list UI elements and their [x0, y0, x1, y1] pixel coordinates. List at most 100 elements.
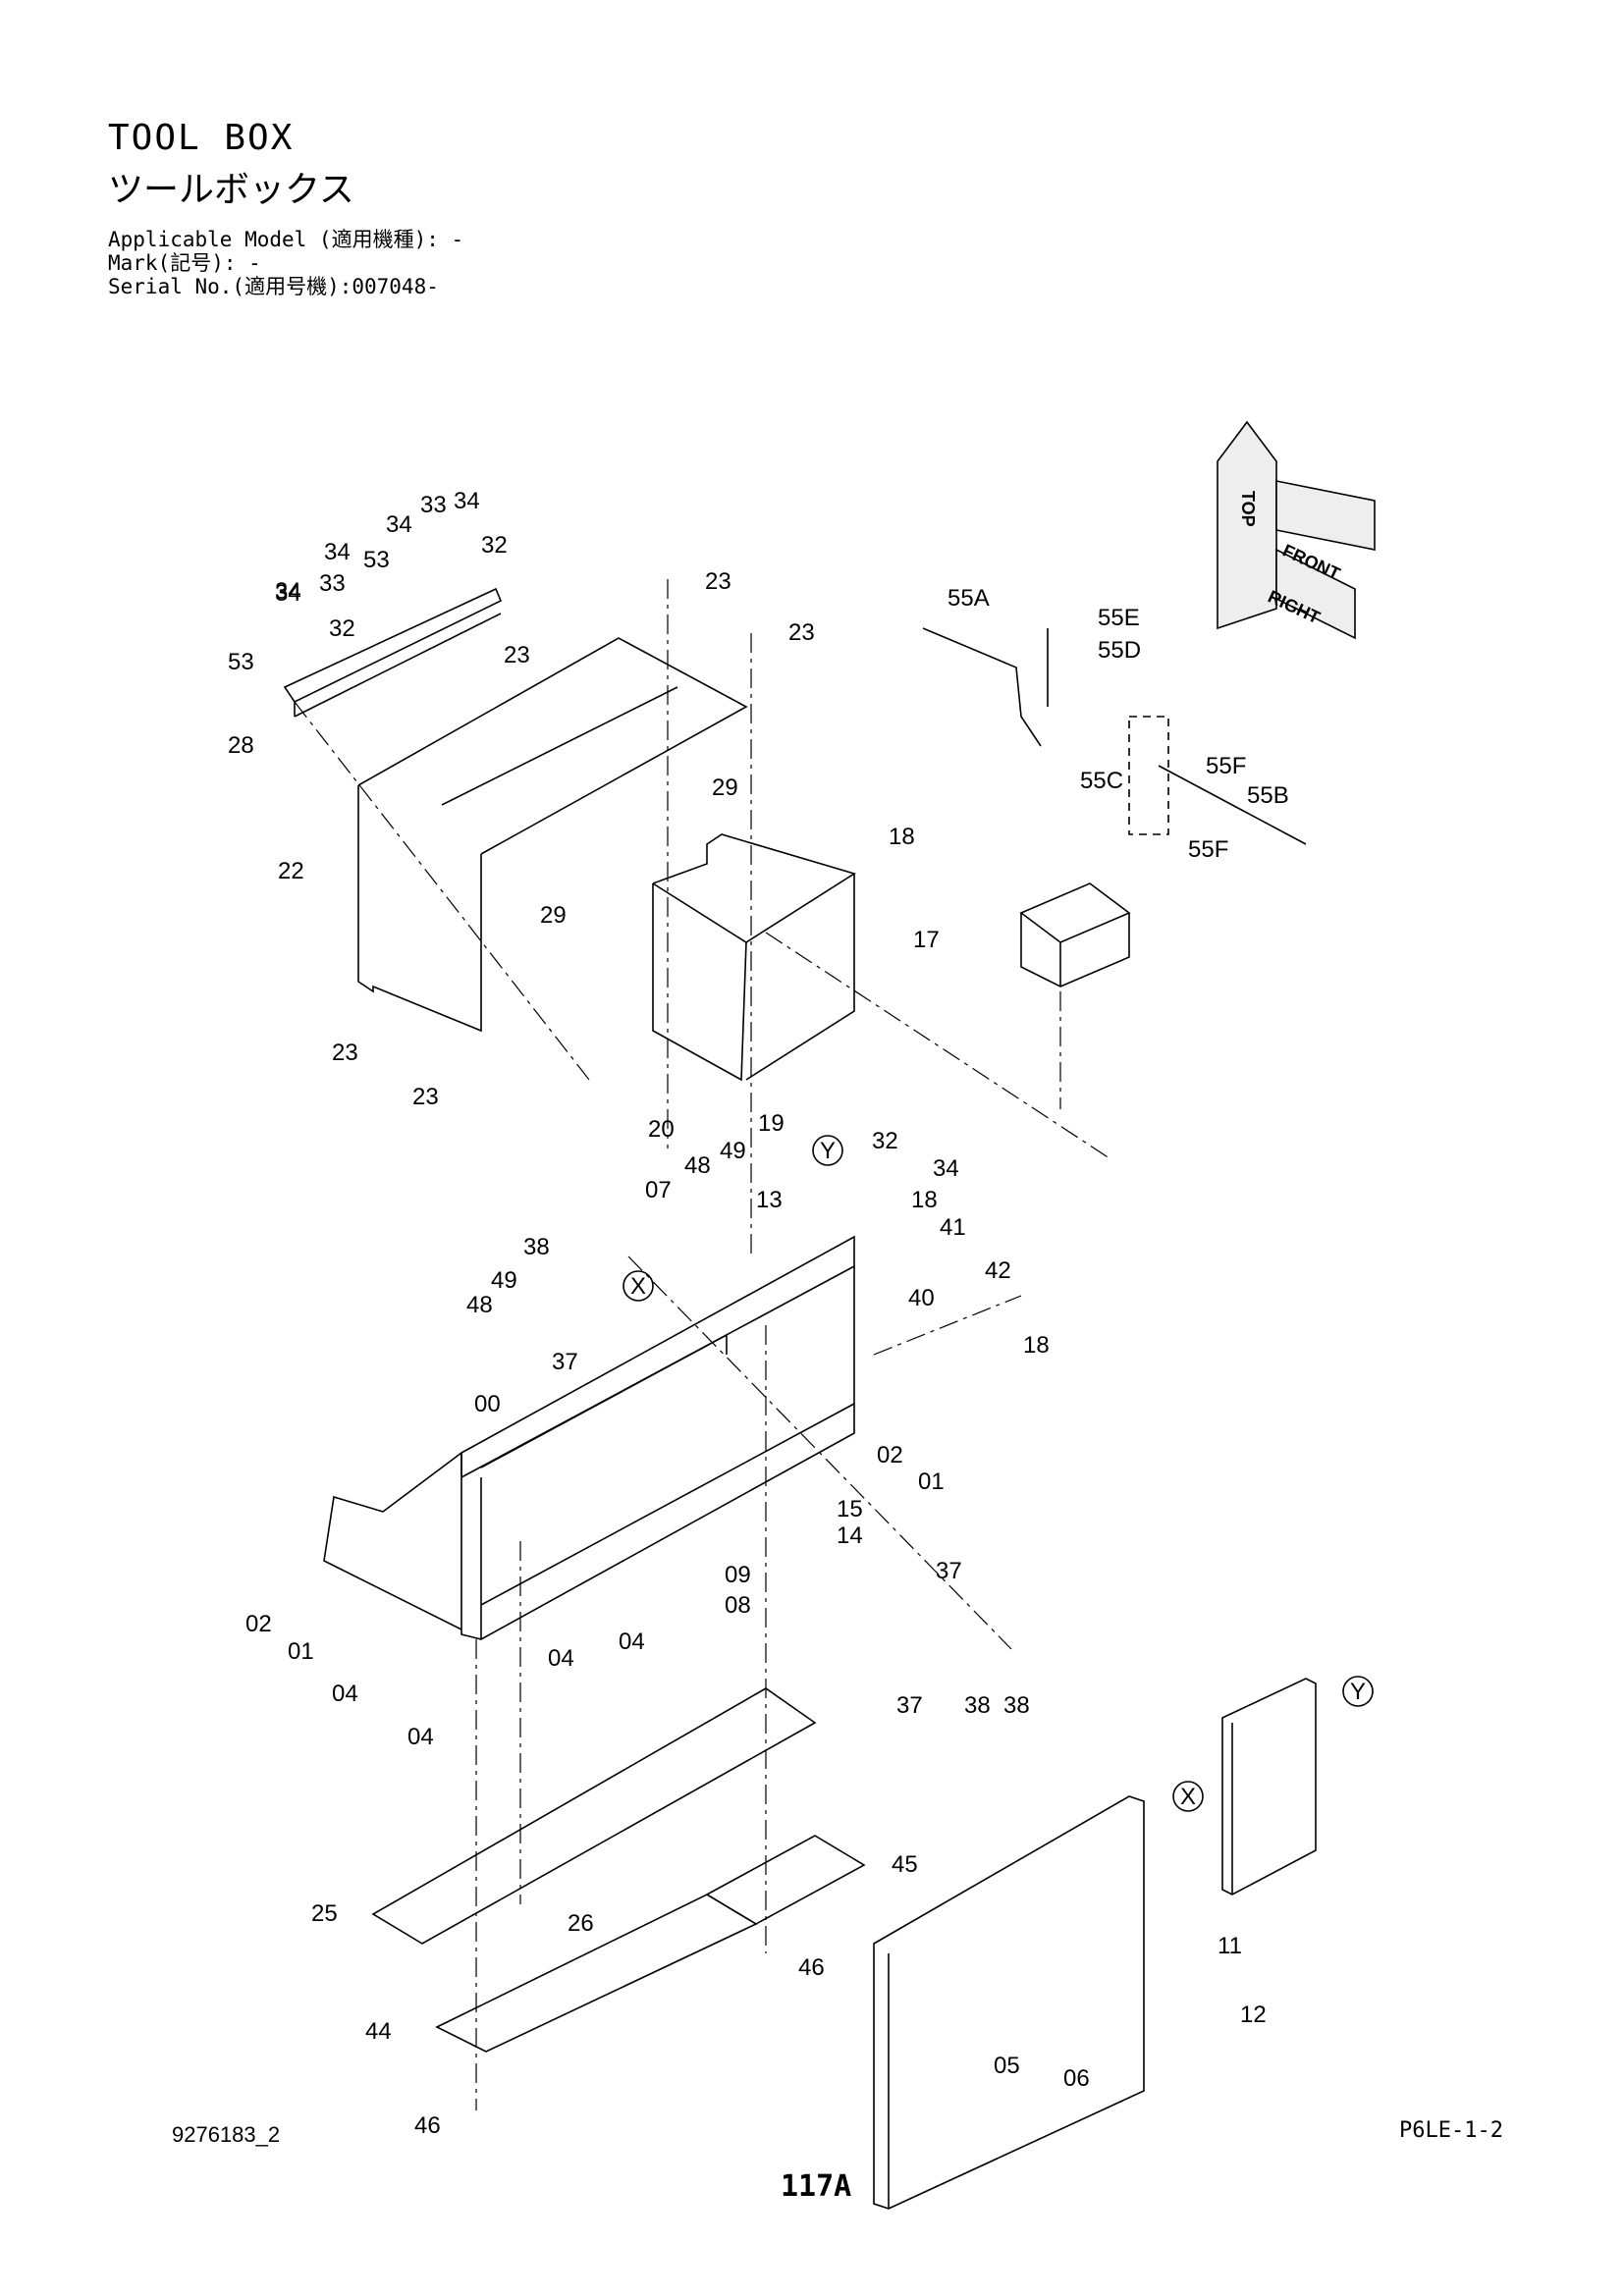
callout: 08 — [725, 1592, 751, 1619]
callout: 12 — [1240, 2002, 1267, 2028]
callout: 53 — [228, 649, 254, 675]
callout: 32 — [329, 615, 355, 642]
callout: 01 — [288, 1638, 314, 1665]
callout: 11 — [1218, 1933, 1242, 1959]
callout: 53 — [363, 547, 390, 573]
rail-28 — [283, 587, 503, 718]
callout: 48 — [684, 1152, 711, 1179]
callout: 32 — [872, 1128, 898, 1154]
callout: 04 — [548, 1645, 574, 1672]
callout: 25 — [311, 1900, 338, 1927]
marker-y: Y — [820, 1138, 836, 1164]
callout: 38 — [523, 1234, 550, 1260]
door-05 — [873, 1795, 1145, 2210]
marker-y: Y — [1350, 1679, 1366, 1705]
callout: 04 — [407, 1724, 434, 1750]
callout: 55C — [1080, 768, 1123, 794]
orientation-indicator: TOP FRONT RIGHT — [1217, 420, 1376, 640]
bracket-55 — [922, 627, 1307, 845]
callout: 29 — [540, 902, 567, 929]
callout: 18 — [1023, 1332, 1050, 1359]
callout: 55F — [1206, 753, 1246, 779]
callout: 38 — [1003, 1692, 1030, 1719]
callout: 34 — [386, 511, 412, 538]
callout: 14 — [837, 1522, 863, 1549]
callout: 33 — [319, 570, 346, 597]
marker-x: X — [1180, 1784, 1196, 1810]
callout: 04 — [619, 1629, 645, 1655]
callout: 49 — [720, 1138, 746, 1164]
drawing-number: 9276183_2 — [172, 2122, 281, 2147]
title-english: TOOL BOX — [108, 118, 295, 158]
callout-labels: 34 33 34 34 53 32 34 33 32 34 53 28 23 2… — [228, 488, 1289, 2139]
callout: 32 — [481, 532, 508, 559]
callout: 38 — [964, 1692, 991, 1719]
callout: 37 — [936, 1558, 962, 1584]
title-japanese: ツールボックス — [108, 170, 354, 210]
callout: 19 — [758, 1110, 785, 1137]
assembly-lines — [294, 579, 1110, 2110]
callout: 28 — [228, 732, 254, 759]
side-panel-22 — [357, 637, 748, 1033]
callout: 09 — [725, 1562, 751, 1588]
callout: 05 — [994, 2053, 1020, 2079]
callout: 33 — [420, 492, 447, 518]
callout: 49 — [491, 1267, 517, 1294]
bottom-plates — [371, 1687, 866, 2053]
cover-17 — [652, 833, 856, 1082]
callout: 23 — [504, 642, 530, 668]
mark: Mark(記号): - — [108, 251, 261, 275]
callout: 55D — [1098, 637, 1141, 664]
callout: 34 — [275, 580, 301, 607]
callout: 18 — [911, 1187, 938, 1213]
door-11 — [1221, 1678, 1317, 1896]
callout: 46 — [798, 1954, 825, 1981]
applicable-model: Applicable Model (適用機種): - — [108, 228, 464, 251]
callout: 01 — [918, 1468, 945, 1495]
serial-number: Serial No.(適用号機):007048- — [108, 275, 439, 298]
callout: 46 — [414, 2112, 441, 2139]
callout: 37 — [896, 1692, 923, 1719]
reference-markers: X Y X Y — [623, 1135, 1374, 1812]
callout: 13 — [756, 1187, 783, 1213]
callout: 04 — [332, 1681, 358, 1707]
callout: 41 — [940, 1214, 966, 1241]
callout: 45 — [892, 1851, 918, 1878]
callout: 55F — [1188, 836, 1228, 863]
page-code: P6LE-1-2 — [1399, 2118, 1503, 2143]
callout: 00 — [474, 1391, 501, 1417]
callout: 15 — [837, 1496, 863, 1522]
callout: 40 — [908, 1285, 935, 1311]
callout: 23 — [705, 568, 731, 595]
callout: 26 — [568, 1910, 594, 1937]
callout: 18 — [889, 824, 915, 850]
callout: 23 — [788, 619, 815, 646]
callout: 55E — [1098, 605, 1140, 631]
callout: 42 — [985, 1257, 1011, 1284]
callout: 02 — [877, 1442, 903, 1468]
callout: 37 — [552, 1349, 578, 1375]
callout: 29 — [712, 774, 738, 801]
callout: 55B — [1247, 782, 1289, 809]
page-number: 117A — [781, 2169, 852, 2204]
callout: 23 — [412, 1084, 439, 1110]
callout: 34 — [454, 488, 480, 514]
callout: 48 — [466, 1292, 493, 1318]
callout: 34 — [324, 539, 351, 565]
callout: 34 — [933, 1155, 959, 1182]
marker-x: X — [630, 1273, 646, 1300]
callout: 55A — [947, 585, 990, 612]
main-frame-00 — [323, 1235, 855, 1640]
callout: 44 — [365, 2018, 392, 2045]
callout: 07 — [645, 1177, 672, 1203]
callout: 22 — [278, 858, 304, 884]
callout: 06 — [1063, 2065, 1090, 2092]
callout: 02 — [245, 1611, 272, 1637]
callout: 20 — [648, 1116, 675, 1143]
orientation-top: TOP — [1238, 491, 1258, 527]
callout: 23 — [332, 1040, 358, 1066]
callout: 34 — [275, 578, 301, 605]
battery — [1019, 882, 1131, 988]
callout: 17 — [913, 927, 940, 953]
